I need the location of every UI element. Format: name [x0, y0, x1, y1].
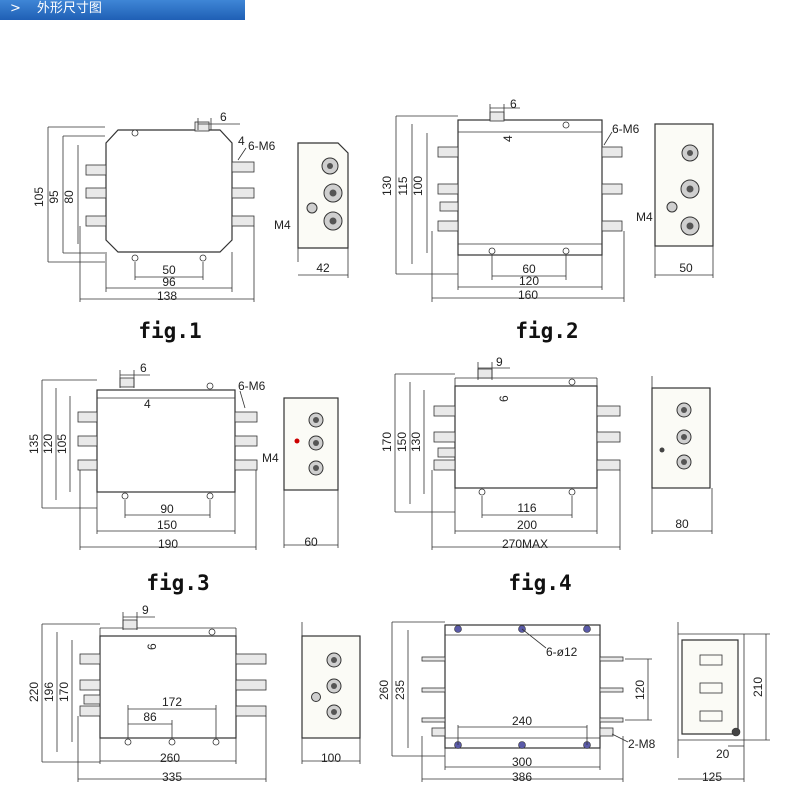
fig4-dim-w2: 200	[517, 518, 537, 532]
fig6-dim-inner: 120	[633, 680, 647, 700]
fig2-dim-depth: 50	[679, 261, 693, 275]
fig3-terminals-left	[77, 411, 98, 471]
fig1-dim-w3: 138	[157, 289, 177, 303]
fig6-dim-sh: 210	[751, 677, 765, 697]
fig5-dim-h3: 170	[57, 682, 71, 702]
fig1-label-bolt: 6-M6	[248, 139, 276, 153]
fig5-terminals-left	[79, 653, 101, 717]
fig3-dim-g2: 4	[144, 397, 151, 411]
fig2-dim-gap: 6	[510, 97, 517, 111]
fig2-terminals-right	[601, 146, 623, 232]
fig1-filter-body	[105, 129, 233, 253]
fig2-filter-body	[457, 119, 603, 256]
fig4-dim-h1: 170	[380, 432, 394, 452]
fig4-dim-g2: 6	[497, 395, 511, 402]
fig6-dim-h1: 260	[377, 680, 391, 700]
drawing-fig6: 260 235 6-ø12 120	[377, 621, 770, 784]
fig1-label-ground: M4	[274, 218, 291, 232]
fig1-terminals-right	[231, 161, 255, 227]
fig2-label-ground: M4	[636, 210, 653, 224]
fig5-dim-w2: 260	[160, 751, 180, 765]
fig3-dim-gap: 6	[140, 361, 147, 375]
chevron-right-icon: >	[10, 1, 21, 16]
fig3-dim-h2: 120	[41, 434, 55, 454]
fig3-dim-w2: 150	[157, 518, 177, 532]
fig3-dim-h3: 105	[55, 434, 69, 454]
drawing-fig3: 135 120 105 6 4 6-M6 M4	[27, 361, 339, 595]
fig5-dim-w1: 86	[143, 710, 157, 724]
fig1-dim-g2: 4	[238, 134, 245, 148]
fig5-dim-h1: 220	[27, 682, 41, 702]
drawing-fig2: 130 115 100 6 4 6-M6 M4	[380, 97, 714, 343]
fig2-label-bolt: 6-M6	[612, 122, 640, 136]
fig5-dim-gap: 9	[142, 603, 149, 617]
fig2-dim-w2: 120	[519, 274, 539, 288]
fig2-dim-h2: 115	[396, 176, 410, 195]
fig6-dim-w3: 386	[512, 770, 532, 784]
fig6-filter-body	[444, 624, 601, 749]
fig2-dim-w1: 60	[522, 262, 536, 276]
fig4-dim-h2: 150	[395, 432, 409, 452]
fig4-dim-w3: 270MAX	[502, 537, 548, 551]
fig5-dim-h2: 196	[42, 682, 56, 702]
drawing-fig1: 105 95 80 6 4 6-M6 M4	[32, 110, 349, 343]
fig6-side-view	[681, 639, 739, 735]
fig6-dim-h2: 235	[393, 680, 407, 700]
fig3-label-bolt: 6-M6	[238, 379, 266, 393]
fig3-dim-w3: 190	[158, 537, 178, 551]
fig4-label: fig.4	[508, 571, 571, 595]
fig4-dim-depth: 80	[675, 517, 689, 531]
fig1-dim-h1: 105	[32, 187, 46, 207]
fig1-dim-gap: 6	[220, 110, 227, 124]
fig5-dim-g2: 6	[145, 643, 159, 650]
fig1-label: fig.1	[138, 319, 201, 343]
fig4-dim-h3: 130	[409, 432, 423, 452]
fig6-dim-w2: 300	[512, 755, 532, 769]
fig6-dim-w1: 240	[512, 714, 532, 728]
fig3-dim-w1: 90	[160, 502, 174, 516]
fig3-dim-depth: 60	[304, 535, 318, 549]
fig2-dim-g2: 4	[501, 135, 515, 142]
fig3-filter-body	[96, 389, 236, 493]
fig3-terminals-right	[234, 411, 258, 471]
fig2-label: fig.2	[515, 319, 578, 343]
fig5-terminals-right	[235, 653, 267, 717]
fig1-dim-w2: 96	[162, 275, 176, 289]
fig5-dim-depth: 100	[321, 751, 341, 765]
fig3-label-ground: M4	[262, 451, 279, 465]
fig1-dim-w1: 50	[162, 263, 176, 277]
fig5-filter-body	[99, 635, 237, 739]
fig6-terminals-right	[599, 656, 624, 737]
fig5-dim-w0: 172	[162, 695, 182, 709]
fig3-dim-h1: 135	[27, 434, 41, 454]
fig3-label: fig.3	[146, 571, 209, 595]
drawing-fig5: 220 196 170 9 6 172 86	[27, 603, 361, 784]
fig4-terminals-right	[596, 405, 621, 471]
fig1-terminals-left	[85, 164, 107, 227]
fig4-dim-w1: 116	[517, 501, 536, 515]
fig6-label-holes: 6-ø12	[546, 645, 578, 659]
fig2-terminals-left	[437, 146, 459, 232]
drawing-fig4: 170 150 130 9 6	[380, 355, 713, 595]
fig6-terminals-left	[421, 656, 446, 737]
fig1-dim-h3: 80	[62, 190, 76, 204]
section-header: > 外形尺寸图	[0, 0, 245, 20]
fig2-dim-h3: 100	[411, 176, 425, 196]
fig6-dim-sd2: 125	[702, 770, 722, 784]
fig2-dim-w3: 160	[518, 288, 538, 302]
fig2-dim-h1: 130	[380, 176, 394, 196]
fig1-dim-h2: 95	[47, 190, 61, 204]
fig4-dim-gap: 9	[496, 355, 503, 369]
fig4-filter-body	[454, 385, 598, 489]
section-title: 外形尺寸图	[36, 1, 102, 16]
fig5-dim-w3: 335	[162, 770, 182, 784]
fig4-terminals-left	[433, 405, 456, 471]
fig6-label-bolt: 2-M8	[628, 737, 656, 751]
fig1-dim-depth: 42	[316, 261, 330, 275]
fig6-dim-sd1: 20	[716, 747, 730, 761]
